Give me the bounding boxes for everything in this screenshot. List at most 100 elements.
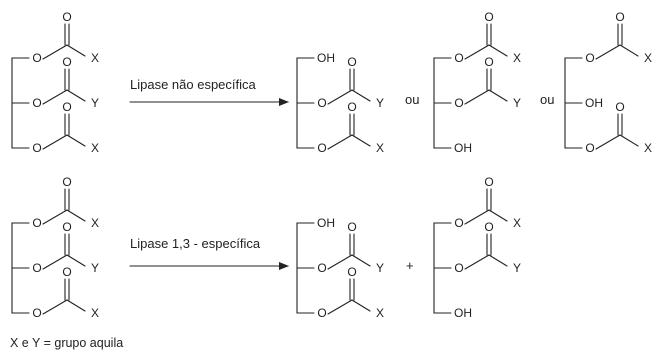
ester-bond — [327, 299, 353, 315]
separator: + — [406, 258, 414, 273]
reaction-arrow: Lipase 1,3 - específica — [129, 236, 289, 270]
ester-oxygen: O — [454, 216, 463, 230]
ester-oxygen: O — [32, 216, 41, 230]
carbonyl-oxygen: O — [62, 265, 71, 279]
ester-bond — [42, 44, 68, 60]
alkyl-y: Y — [91, 96, 99, 110]
alkyl-bond — [66, 44, 86, 57]
alkyl-y: Y — [376, 261, 384, 275]
alkyl-bond — [351, 134, 371, 147]
ester-bond — [595, 44, 621, 60]
ester-oxygen: O — [454, 96, 463, 110]
carbonyl-oxygen: O — [62, 100, 71, 114]
carbonyl-oxygen: O — [615, 10, 624, 24]
carbonyl-oxygen: O — [347, 265, 356, 279]
substituent-3: OOX — [317, 100, 384, 155]
carbonyl-oxygen: O — [62, 175, 71, 189]
alkyl-y: Y — [91, 261, 99, 275]
substituent-3: OOX — [585, 100, 652, 155]
substituent-3: OH — [454, 306, 472, 320]
ester-oxygen: O — [32, 51, 41, 65]
alkyl-bond — [619, 134, 639, 147]
alkyl-x: X — [376, 141, 384, 155]
substituent-2: O O Y — [32, 220, 99, 275]
ester-bond — [464, 254, 490, 270]
reactant-triglyceride: O O X O O Y O O X — [11, 10, 99, 155]
alkyl-x: X — [376, 306, 384, 320]
hydroxyl-group: OH — [585, 96, 603, 110]
hydroxyl-group: OH — [454, 141, 472, 155]
alkyl-x: X — [91, 216, 99, 230]
substituent-3: O O X — [32, 100, 99, 155]
carbonyl-oxygen: O — [62, 10, 71, 24]
ester-bond — [42, 299, 68, 315]
hydroxyl-group: OH — [317, 216, 335, 230]
alkyl-x: X — [91, 141, 99, 155]
alkyl-x: X — [644, 51, 652, 65]
ester-bond — [327, 134, 353, 150]
ester-oxygen: O — [454, 51, 463, 65]
carbonyl-oxygen: O — [62, 220, 71, 234]
separator: ou — [405, 92, 419, 107]
substituent-1: O O X — [32, 10, 99, 65]
ester-bond — [464, 89, 490, 105]
substituent-1: OOX — [454, 10, 521, 65]
alkyl-bond — [66, 299, 86, 312]
alkyl-x: X — [513, 216, 521, 230]
alkyl-bond — [66, 254, 86, 267]
separator: ou — [540, 92, 554, 107]
alkyl-bond — [351, 89, 371, 102]
alkyl-y: Y — [376, 96, 384, 110]
substituent-2: OH — [585, 96, 603, 110]
alkyl-y: Y — [513, 96, 521, 110]
alkyl-bond — [66, 134, 86, 147]
ester-bond — [42, 134, 68, 150]
ester-oxygen: O — [317, 306, 326, 320]
substituent-2: O O Y — [32, 55, 99, 110]
substituent-1: O O X — [454, 175, 521, 230]
ester-oxygen: O — [317, 96, 326, 110]
ester-oxygen: O — [32, 96, 41, 110]
ester-bond — [42, 89, 68, 105]
substituent-1: OH — [317, 216, 335, 230]
ester-bond — [595, 134, 621, 150]
alkyl-bond — [351, 299, 371, 312]
carbonyl-oxygen: O — [484, 220, 493, 234]
ester-oxygen: O — [317, 261, 326, 275]
substituent-3: OOX — [32, 265, 99, 320]
substituent-1: OOX — [585, 10, 652, 65]
reaction-nonspecific: O O X O O Y O O X Lipase não específica OH O O Y O O X… — [11, 10, 652, 155]
alkyl-x: X — [513, 51, 521, 65]
carbonyl-oxygen: O — [347, 100, 356, 114]
alkyl-x: X — [644, 141, 652, 155]
alkyl-bond — [488, 44, 508, 57]
carbonyl-oxygen: O — [484, 175, 493, 189]
ester-oxygen: O — [32, 261, 41, 275]
alkyl-bond — [66, 89, 86, 102]
carbonyl-oxygen: O — [615, 100, 624, 114]
ester-oxygen: O — [454, 261, 463, 275]
hydroxyl-group: OH — [454, 306, 472, 320]
alkyl-x: X — [91, 306, 99, 320]
substituent-2: OOY — [317, 55, 384, 110]
alkyl-bond — [619, 44, 639, 57]
ester-bond — [464, 44, 490, 60]
substituent-1: OH — [317, 51, 335, 65]
ester-bond — [327, 254, 353, 270]
enzyme-label: Lipase não específica — [130, 77, 257, 92]
carbonyl-oxygen: O — [62, 55, 71, 69]
alkyl-bond — [488, 89, 508, 102]
ester-bond — [464, 209, 490, 225]
ester-oxygen: O — [32, 141, 41, 155]
reaction-arrow: Lipase não específica — [129, 77, 289, 106]
alkyl-x: X — [91, 51, 99, 65]
alkyl-bond — [66, 209, 86, 222]
substituent-2: OOY — [454, 55, 521, 110]
legend-note: X e Y = grupo aquila — [10, 336, 123, 350]
